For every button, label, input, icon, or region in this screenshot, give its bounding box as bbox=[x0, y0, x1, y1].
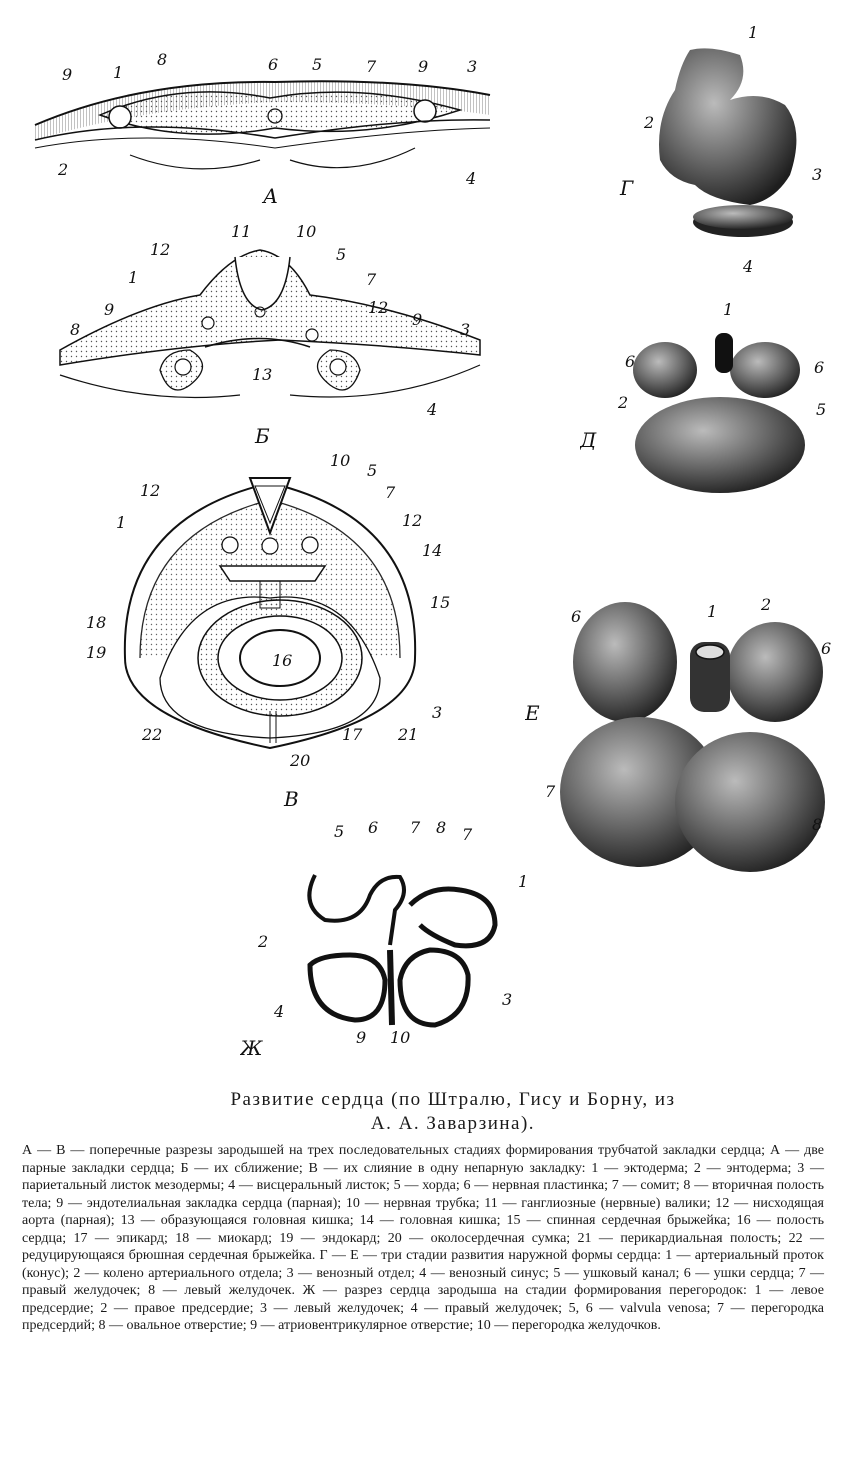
panel-zh-label: 4 bbox=[273, 1002, 284, 1021]
panel-d-label: 6 bbox=[814, 358, 824, 377]
panel-v-label: 10 bbox=[330, 451, 350, 470]
panel-d-label: 2 bbox=[617, 393, 628, 412]
panel-a-label: 4 bbox=[465, 169, 476, 188]
panel-v-letter: В bbox=[283, 787, 299, 811]
panel-b-figure: 11 10 12 5 1 7 12 9 9 8 3 13 4 Б bbox=[40, 215, 500, 445]
panel-e-figure: 6 1 2 6 7 8 Е bbox=[525, 592, 840, 882]
panel-v-label: 12 bbox=[402, 511, 422, 530]
panel-v-label: 15 bbox=[430, 593, 450, 612]
panel-v-label: 17 bbox=[342, 725, 363, 744]
panel-e-label: 1 bbox=[707, 602, 717, 621]
panel-e-label: 7 bbox=[545, 782, 556, 801]
panel-v-figure: 10 5 12 7 12 1 14 15 18 16 19 3 22 17 21… bbox=[80, 448, 460, 820]
panel-e-label: 6 bbox=[571, 607, 581, 626]
panel-v-label: 22 bbox=[141, 725, 162, 744]
panel-b-letter: Б bbox=[254, 424, 270, 445]
panel-g-label: 2 bbox=[643, 113, 654, 132]
panel-b-label: 3 bbox=[460, 320, 470, 339]
panel-a-label: 3 bbox=[467, 57, 477, 76]
panel-g-label: 3 bbox=[812, 165, 822, 184]
caption-title: Развитие сердца (по Штралю, Гису и Борну… bbox=[60, 1088, 846, 1136]
panel-v-label: 19 bbox=[86, 643, 106, 662]
panel-b-label: 4 bbox=[426, 400, 437, 419]
panel-v-label: 5 bbox=[367, 461, 377, 480]
panel-e-label: 6 bbox=[821, 639, 831, 658]
panel-v-label: 18 bbox=[86, 613, 106, 632]
panel-b-label: 7 bbox=[366, 270, 377, 289]
panel-b-label: 12 bbox=[368, 298, 388, 317]
panel-v-label: 3 bbox=[432, 703, 442, 722]
caption-legend: А — В — поперечные разрезы зародышей на … bbox=[22, 1143, 824, 1333]
panel-b-label: 11 bbox=[231, 222, 251, 241]
panel-d-figure: 1 6 6 2 5 Д bbox=[580, 295, 830, 505]
panel-a-label: 7 bbox=[366, 57, 377, 76]
panel-zh-letter: Ж bbox=[240, 1036, 263, 1060]
panel-v-label: 20 bbox=[289, 751, 310, 770]
panel-zh-label: 6 bbox=[368, 818, 378, 837]
panel-a-label: 9 bbox=[418, 57, 428, 76]
panel-zh-label: 7 bbox=[462, 825, 473, 844]
panel-b-label: 9 bbox=[412, 310, 422, 329]
panel-zh-label: 3 bbox=[502, 990, 512, 1009]
panel-e-label: 8 bbox=[812, 815, 822, 834]
panel-b-label: 5 bbox=[336, 245, 346, 264]
panel-v-label: 21 bbox=[397, 725, 418, 744]
panel-b-label: 13 bbox=[252, 365, 272, 384]
panel-a-label: 9 bbox=[62, 65, 72, 84]
panel-g-label: 1 bbox=[748, 23, 758, 42]
panel-g-figure: 1 2 3 4 Г bbox=[600, 10, 840, 280]
panel-zh-label: 10 bbox=[390, 1028, 410, 1047]
panel-a-label: 6 bbox=[268, 55, 278, 74]
panel-d-letter: Д bbox=[580, 428, 597, 452]
panel-b-label: 9 bbox=[104, 300, 114, 319]
panel-zh-label: 2 bbox=[257, 932, 268, 951]
panel-v-label: 14 bbox=[422, 541, 442, 560]
panel-v-label: 7 bbox=[385, 483, 396, 502]
panel-v-label: 1 bbox=[116, 513, 126, 532]
panel-e-label: 2 bbox=[760, 595, 771, 614]
panel-a-figure: 9 1 8 6 5 7 9 3 2 4 А bbox=[20, 20, 510, 210]
figure-caption: Развитие сердца (по Штралю, Гису и Борну… bbox=[0, 1088, 846, 1335]
panel-a-label: 8 bbox=[157, 50, 167, 69]
panel-d-label: 5 bbox=[816, 400, 826, 419]
panel-v-label: 16 bbox=[272, 651, 292, 670]
panel-g-letter: Г bbox=[619, 176, 634, 200]
panel-b-label: 12 bbox=[150, 240, 170, 259]
panel-b-label: 1 bbox=[128, 268, 138, 287]
panel-b-label: 10 bbox=[296, 222, 316, 241]
panel-zh-label: 9 bbox=[356, 1028, 366, 1047]
panel-zh-figure: 5 6 7 8 7 1 2 4 9 10 3 Ж bbox=[240, 815, 540, 1065]
panel-zh-label: 5 bbox=[334, 822, 344, 841]
panel-a-label: 5 bbox=[312, 55, 322, 74]
caption-title-line: А. А. Заварзина). bbox=[370, 1113, 536, 1134]
panel-v-label: 12 bbox=[140, 481, 160, 500]
panel-b-label: 8 bbox=[70, 320, 80, 339]
panel-a-label: 2 bbox=[57, 160, 68, 179]
panel-zh-label: 1 bbox=[518, 872, 528, 891]
caption-title-line: Развитие сердца (по Штралю, Гису и Борну… bbox=[230, 1089, 676, 1110]
panel-e-letter: Е bbox=[525, 701, 540, 725]
panel-zh-label: 7 bbox=[410, 818, 421, 837]
panel-d-label: 1 bbox=[723, 300, 733, 319]
panel-g-label: 4 bbox=[742, 257, 753, 276]
panel-zh-label: 8 bbox=[436, 818, 446, 837]
panel-a-letter: А bbox=[261, 184, 278, 208]
panel-a-label: 1 bbox=[113, 63, 123, 82]
panel-d-label: 6 bbox=[625, 352, 635, 371]
